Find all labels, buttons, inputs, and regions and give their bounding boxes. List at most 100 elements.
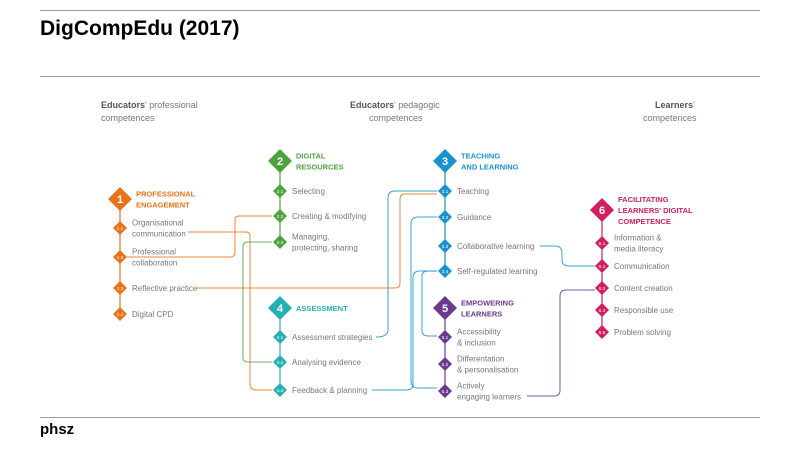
competence-4-1-label: Assessment strategies bbox=[292, 333, 372, 342]
connector-line bbox=[242, 241, 272, 363]
competence-2-3-code: 2.3 bbox=[277, 240, 284, 246]
connector-line bbox=[527, 289, 595, 397]
competence-3-3-code: 3.3 bbox=[442, 244, 449, 250]
connector-line bbox=[197, 193, 437, 289]
competence-1-3-code: 1.3 bbox=[117, 286, 124, 292]
connector-line bbox=[421, 270, 437, 337]
competence-2-1-label: Selecting bbox=[292, 187, 325, 196]
competence-1-4-diamond bbox=[113, 307, 127, 321]
connector-lines bbox=[127, 190, 595, 397]
competence-6-3-diamond bbox=[595, 281, 609, 295]
area-4-diamond bbox=[268, 296, 292, 320]
competence-5-2-label: & personalisation bbox=[457, 366, 518, 375]
competence-3-1-label: Teaching bbox=[457, 187, 489, 196]
competence-1-4-label: Digital CPD bbox=[132, 310, 174, 319]
competence-6-5-label: Problem solving bbox=[614, 328, 671, 337]
header-educators-pedagogic: Educators' pedagogic bbox=[350, 100, 440, 110]
area-3-title: AND LEARNING bbox=[461, 163, 519, 172]
footer-rule bbox=[40, 417, 760, 418]
connector-line bbox=[127, 215, 272, 258]
competence-1-1-label: communication bbox=[132, 230, 186, 239]
competence-3-1-diamond bbox=[438, 184, 452, 198]
connector-line bbox=[540, 245, 595, 267]
competence-2-2-diamond bbox=[273, 209, 287, 223]
area-3-diamond bbox=[433, 149, 457, 173]
competence-4-2-code: 4.2 bbox=[277, 360, 284, 366]
competence-6-4-label: Responsible use bbox=[614, 306, 674, 315]
competence-6-1-code: 6.1 bbox=[599, 241, 606, 247]
competence-2-3-label: Managing, bbox=[292, 233, 329, 242]
area-2-diamond bbox=[268, 149, 292, 173]
area-6-diamond bbox=[590, 198, 614, 222]
competence-4-1-code: 4.1 bbox=[277, 335, 284, 341]
competence-5-3-label: Actively bbox=[457, 382, 485, 391]
competence-5-1-diamond bbox=[438, 330, 452, 344]
competence-2-3-diamond bbox=[273, 235, 287, 249]
area-1-diamond bbox=[108, 187, 132, 211]
competence-1-1-label: Organisational bbox=[132, 219, 184, 228]
header-educators-pedagogic-line2: competences bbox=[369, 113, 423, 123]
footer-logo: phsz bbox=[40, 421, 75, 438]
competence-3-4-diamond bbox=[438, 264, 452, 278]
competence-4-1-diamond bbox=[273, 330, 287, 344]
competence-5-3-label: engaging learners bbox=[457, 393, 521, 402]
competence-6-1-diamond bbox=[595, 236, 609, 250]
competence-1-3-label: Reflective practice bbox=[132, 284, 198, 293]
competence-6-2-label: Communication bbox=[614, 262, 670, 271]
competence-4-3-label: Feedback & planning bbox=[292, 386, 367, 395]
competence-6-2-diamond bbox=[595, 259, 609, 273]
competence-6-3-code: 6.3 bbox=[599, 286, 606, 292]
area-1-title: PROFESSIONAL bbox=[136, 190, 196, 199]
area-1-number: 1 bbox=[117, 194, 123, 206]
area-2-number: 2 bbox=[277, 156, 283, 168]
competence-2-2-label: Creating & modifying bbox=[292, 212, 366, 221]
connector-line bbox=[375, 190, 437, 338]
competence-1-2-diamond bbox=[113, 250, 127, 264]
competence-4-2-label: Analysing evidence bbox=[292, 358, 361, 367]
competence-6-5-diamond bbox=[595, 325, 609, 339]
competence-4-3-diamond bbox=[273, 383, 287, 397]
area-5-title: LEARNERS bbox=[461, 310, 502, 319]
area-6-number: 6 bbox=[599, 205, 605, 217]
header-learners: Learners' bbox=[655, 100, 695, 110]
competence-6-3-label: Content creation bbox=[614, 284, 673, 293]
competence-2-3-label: protecting, sharing bbox=[292, 244, 358, 253]
competence-5-1-code: 5.1 bbox=[442, 335, 449, 341]
competence-6-4-diamond bbox=[595, 303, 609, 317]
area-4-title: ASSESSMENT bbox=[296, 304, 348, 313]
competence-5-2-diamond bbox=[438, 357, 452, 371]
competence-5-3-code: 5.3 bbox=[442, 389, 449, 395]
competence-6-1-label: Information & bbox=[614, 234, 662, 243]
area-2-title: RESOURCES bbox=[296, 163, 344, 172]
competence-6-1-label: media literacy bbox=[614, 245, 663, 254]
header-educators-professional: Educators' professional bbox=[101, 100, 198, 110]
area-3-number: 3 bbox=[442, 156, 448, 168]
top-rule bbox=[40, 10, 760, 11]
competence-1-4-code: 1.4 bbox=[117, 312, 124, 318]
competence-1-2-label: collaboration bbox=[132, 259, 177, 268]
competence-3-2-label: Guidance bbox=[457, 213, 492, 222]
competence-3-1-code: 3.1 bbox=[442, 189, 449, 195]
competence-3-2-diamond bbox=[438, 210, 452, 224]
area-6-title: LEARNERS' DIGITAL bbox=[618, 206, 693, 215]
competence-3-4-label: Self-regulated learning bbox=[457, 267, 538, 276]
competence-6-2-code: 6.2 bbox=[599, 264, 606, 270]
competence-1-3-diamond bbox=[113, 281, 127, 295]
area-5-title: EMPOWERING bbox=[461, 299, 514, 308]
header-learners-line2: competences bbox=[643, 113, 697, 123]
connector-line bbox=[410, 216, 437, 389]
competence-3-3-diamond bbox=[438, 239, 452, 253]
page-title: DigCompEdu (2017) bbox=[40, 17, 240, 40]
area-5-diamond bbox=[433, 296, 457, 320]
header-educators-professional-line2: competences bbox=[101, 113, 155, 123]
competence-3-4-code: 3.4 bbox=[442, 269, 449, 275]
area-1-title: ENGAGEMENT bbox=[136, 201, 190, 210]
competence-6-4-code: 6.4 bbox=[599, 308, 606, 314]
competence-3-2-code: 3.2 bbox=[442, 215, 449, 221]
competence-4-2-diamond bbox=[273, 355, 287, 369]
